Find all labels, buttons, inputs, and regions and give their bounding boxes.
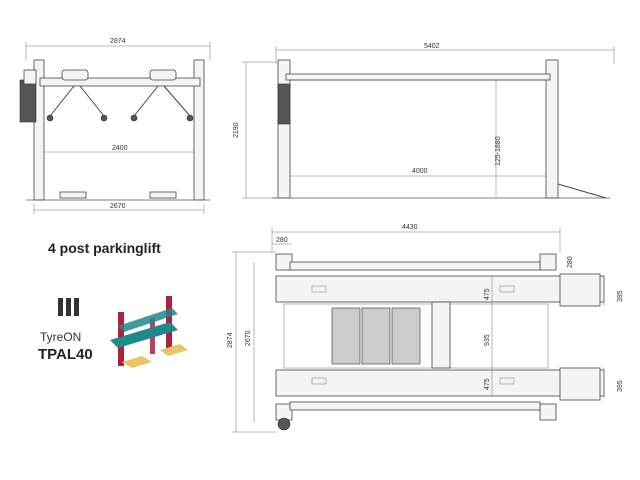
dim-top-395-a: 395 — [617, 290, 624, 302]
dim-front-width: 2874 — [110, 38, 126, 45]
top-view: 4430 280 2874 2670 — [227, 224, 624, 433]
dim-top-475-b: 475 — [484, 378, 491, 390]
dim-side-runway: 4000 — [412, 168, 428, 175]
dim-side-lift-range: 125-1880 — [495, 136, 502, 166]
dim-top-395-b: 395 — [617, 380, 624, 392]
dim-front-inner: 2400 — [112, 145, 128, 152]
dim-side-length: 5402 — [424, 43, 440, 50]
dim-top-935: 935 — [484, 334, 491, 346]
dim-top-offset: 280 — [276, 237, 288, 244]
brand-name: TyreON — [40, 330, 82, 344]
side-view: 5402 2190 125-1880 4000 — [233, 43, 615, 199]
model-name: TPAL40 — [38, 346, 93, 363]
dim-top-length: 4430 — [402, 224, 418, 231]
page-title: 4 post parkinglift — [48, 240, 161, 256]
tyreon-logo-mark — [58, 298, 79, 316]
dim-top-offset-right: 280 — [567, 256, 574, 268]
dim-top-475-a: 475 — [484, 288, 491, 300]
dim-front-base: 2670 — [110, 203, 126, 210]
dim-side-height: 2190 — [233, 122, 240, 138]
front-view: 2874 2400 2670 — [19, 38, 211, 214]
dim-top-inner: 2670 — [245, 330, 252, 346]
dim-top-width: 2874 — [227, 332, 234, 348]
lift-3d-illustration — [110, 296, 188, 368]
